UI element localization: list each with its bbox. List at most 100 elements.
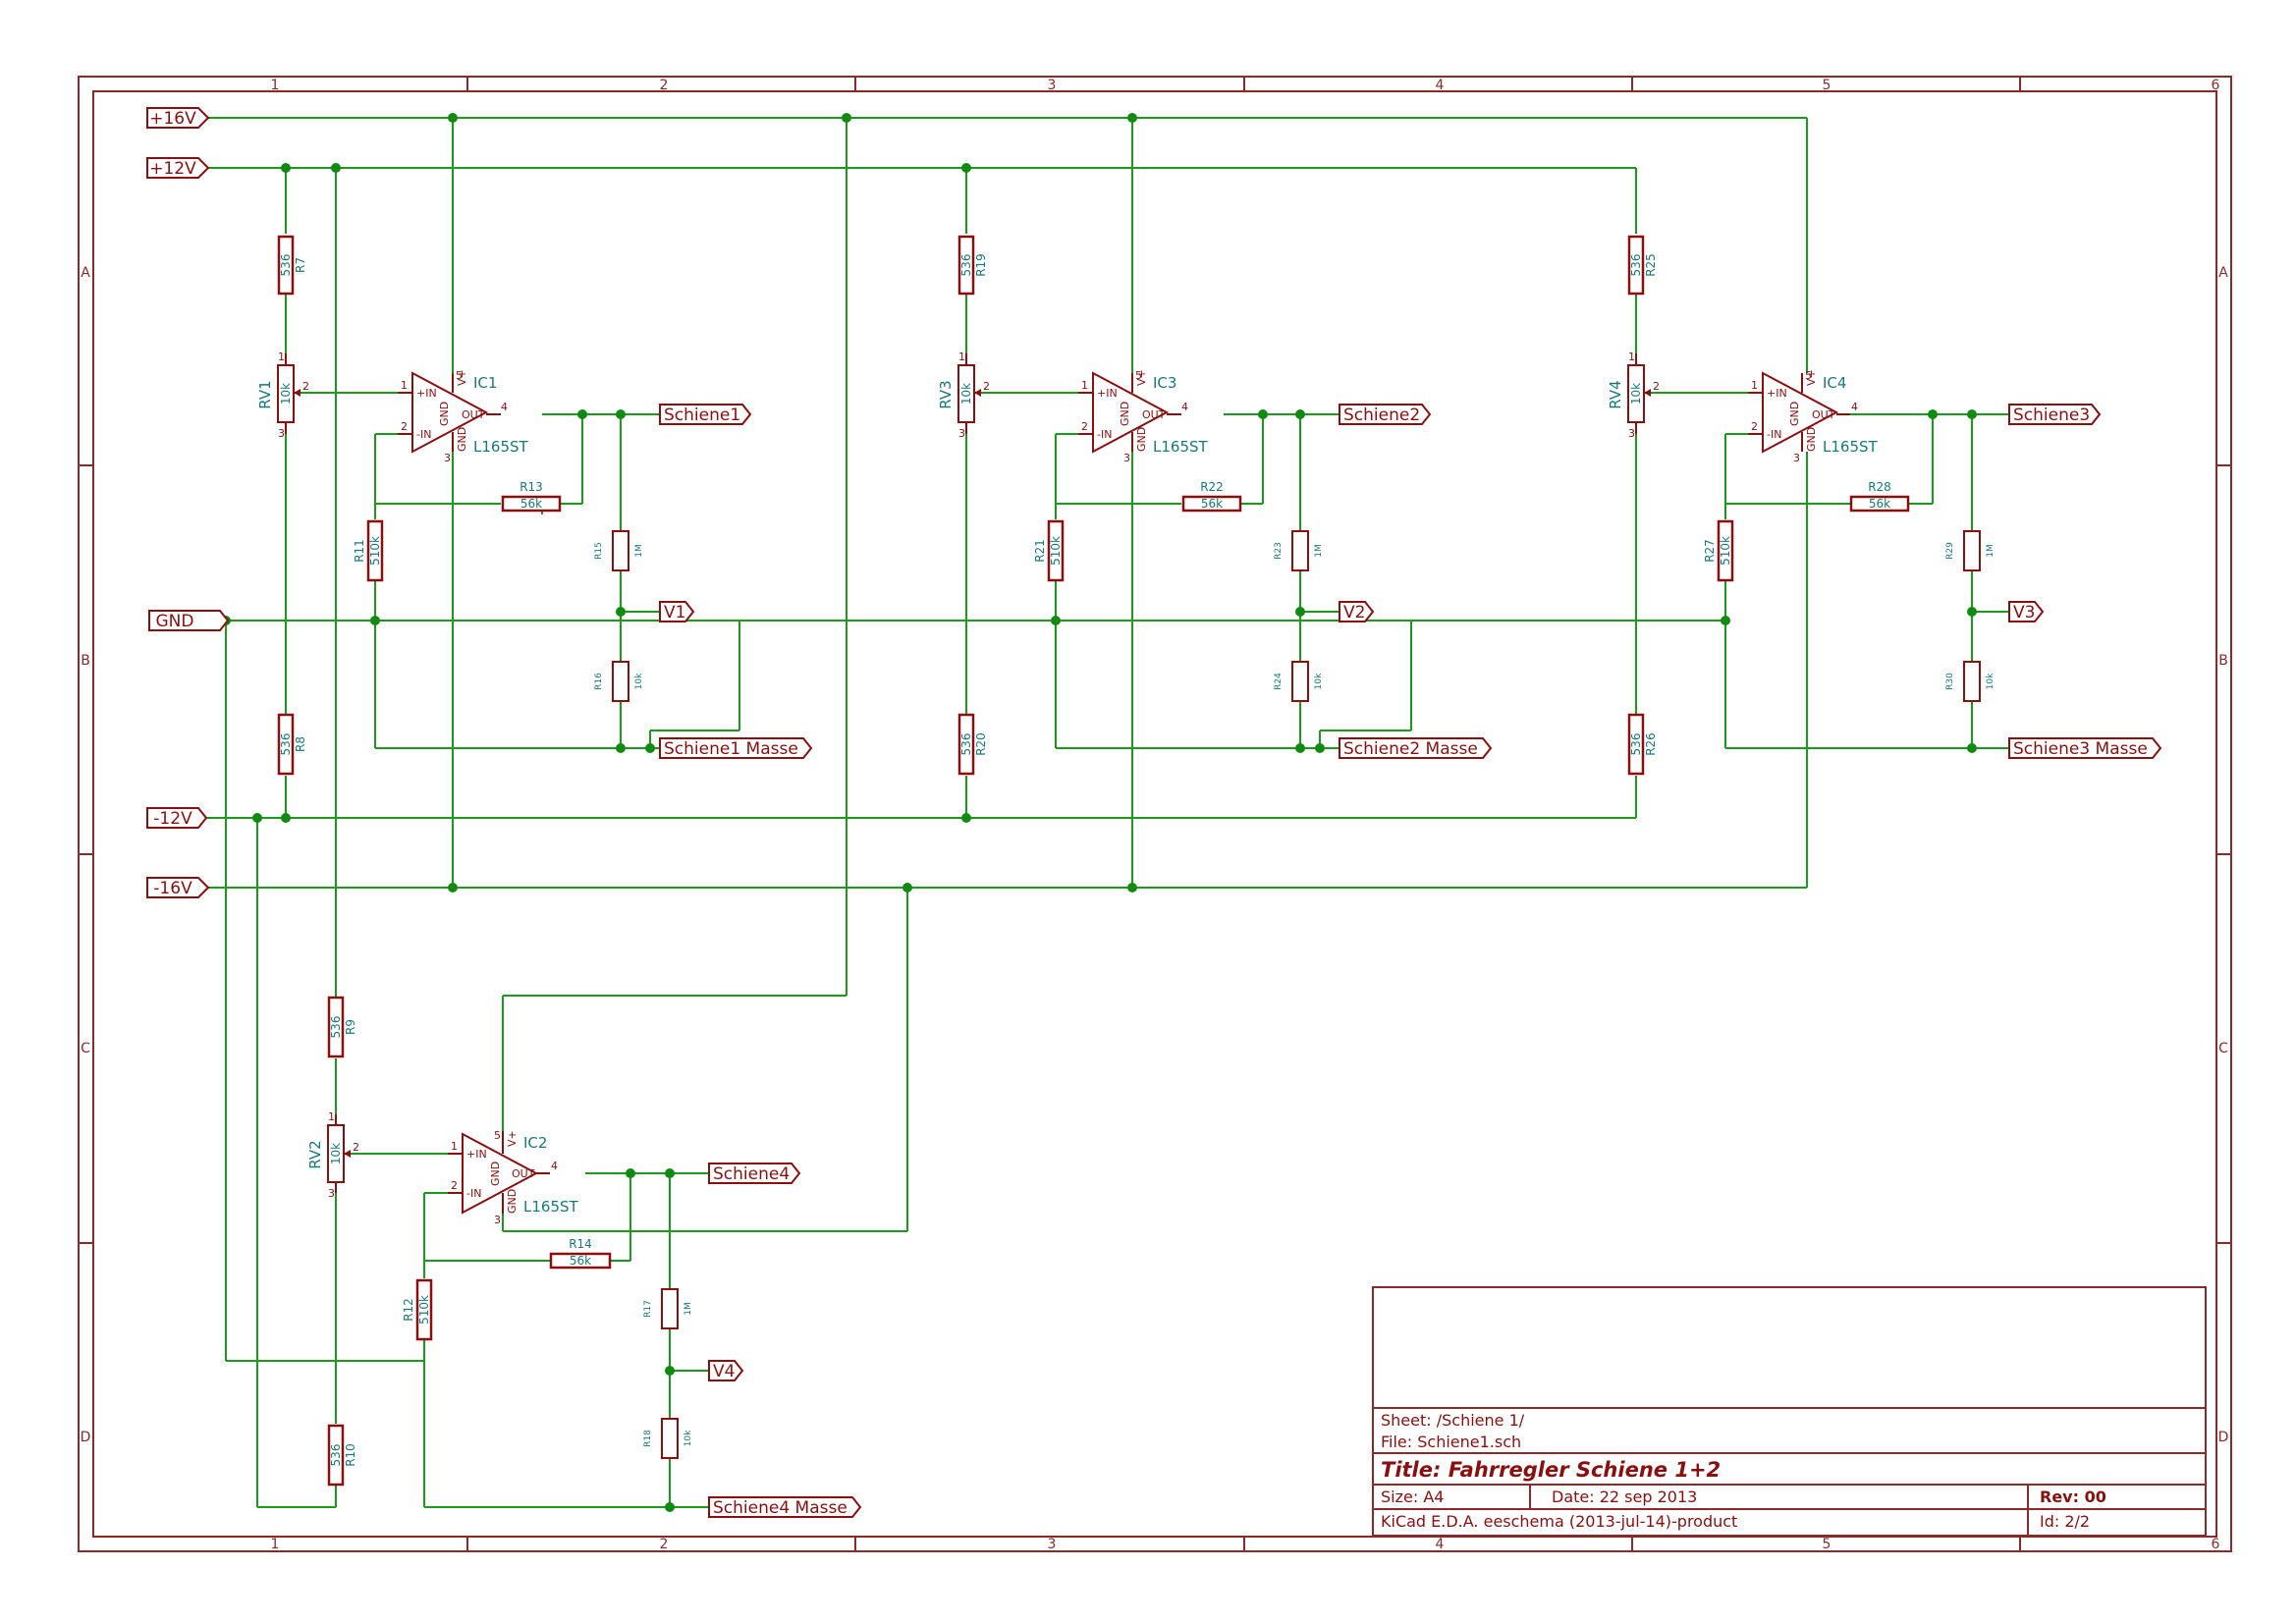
- label-schiene4-masse[interactable]: Schiene4 Masse: [708, 1496, 862, 1518]
- resistor-r30[interactable]: 10k R30: [1945, 661, 1995, 702]
- svg-text:IC1: IC1: [473, 374, 497, 392]
- svg-text:-IN: -IN: [416, 428, 431, 441]
- svg-text:R18: R18: [643, 1430, 653, 1447]
- svg-text:+IN: +IN: [1767, 387, 1787, 400]
- resistor-r26[interactable]: 536 R26: [1627, 713, 1658, 776]
- resistor-r10[interactable]: 536 R10: [327, 1424, 357, 1487]
- potentiometer-rv2[interactable]: RV2 10k 1 2 3: [306, 1110, 359, 1200]
- resistor-r17[interactable]: 1M R17: [643, 1288, 693, 1329]
- label-schiene1-masse[interactable]: Schiene1 Masse: [659, 737, 813, 759]
- svg-text:536: 536: [279, 254, 293, 277]
- resistor-r9[interactable]: 536 R9: [327, 996, 357, 1058]
- port-label-p12v: +12V: [149, 159, 196, 179]
- svg-text:56k: 56k: [570, 1254, 591, 1268]
- label-schiene4[interactable]: Schiene4: [708, 1163, 801, 1184]
- opamp-ic3[interactable]: +IN -IN OUT GND GND V+ 1 2 4 5 3 IC3 L16…: [1078, 369, 1209, 464]
- svg-text:2: 2: [983, 380, 990, 393]
- label-schiene3-masse[interactable]: Schiene3 Masse: [2008, 737, 2162, 759]
- svg-text:V+: V+: [1135, 369, 1148, 386]
- svg-text:56k: 56k: [520, 497, 542, 511]
- svg-text:R7: R7: [294, 257, 307, 273]
- resistor-r28[interactable]: 56k R28: [1849, 480, 1910, 513]
- tb-rev: Rev: 00: [2040, 1488, 2106, 1506]
- port-label-gnd: GND: [156, 612, 194, 631]
- label-v4[interactable]: V4: [708, 1360, 744, 1381]
- power-port-m12v[interactable]: -12V: [146, 807, 208, 829]
- svg-text:R23: R23: [1274, 542, 1284, 560]
- col-label-3-bottom: 3: [1048, 1537, 1057, 1552]
- col-label-3: 3: [1048, 78, 1057, 93]
- opamp-ic1[interactable]: +IN -IN OUT GND GND V+ 1 2 4 5 3 IC1 L16…: [398, 369, 529, 464]
- resistor-r11[interactable]: 510k R11: [353, 519, 384, 582]
- tb-id: Id: 2/2: [2040, 1512, 2090, 1531]
- svg-text:R25: R25: [1644, 253, 1658, 277]
- col-label-2: 2: [660, 78, 669, 93]
- resistor-r13[interactable]: 56k R13: [501, 480, 562, 513]
- resistor-r20[interactable]: 536 R20: [957, 713, 988, 776]
- svg-text:5: 5: [1135, 369, 1142, 382]
- opamp-ic4[interactable]: +IN -IN OUT GND GND V+ 1 2 4 5 3 IC4 L16…: [1748, 369, 1879, 464]
- power-port-p12v[interactable]: +12V: [146, 157, 210, 179]
- resistor-r21[interactable]: 510k R21: [1033, 519, 1065, 582]
- svg-text:4: 4: [1181, 401, 1188, 413]
- frame-column-labels: 1 2 3 4 5 6 1 2 3 4 5 6: [271, 78, 2220, 1552]
- svg-text:2: 2: [1081, 420, 1088, 433]
- label-schiene3[interactable]: Schiene3: [2008, 404, 2102, 425]
- label-schiene1[interactable]: Schiene1: [659, 404, 752, 425]
- svg-text:R28: R28: [1868, 480, 1891, 494]
- resistor-r8[interactable]: 536 R8: [277, 713, 307, 776]
- svg-text:R26: R26: [1644, 732, 1658, 756]
- svg-text:-IN: -IN: [466, 1187, 481, 1200]
- resistor-r14[interactable]: 56k R14: [549, 1237, 612, 1270]
- potentiometer-rv3[interactable]: RV3 10k 1 2 3: [937, 351, 990, 440]
- resistor-r15[interactable]: 1M R15: [594, 530, 644, 571]
- svg-text:56k: 56k: [1201, 497, 1223, 511]
- svg-text:1M: 1M: [1986, 544, 1995, 558]
- power-port-m16v[interactable]: -16V: [146, 877, 210, 898]
- resistor-r23[interactable]: 1M R23: [1274, 530, 1324, 571]
- power-port-p16v[interactable]: +16V: [146, 107, 210, 129]
- tb-sheet: Sheet: /Schiene 1/: [1381, 1411, 1525, 1430]
- resistor-r29[interactable]: 1M R29: [1945, 530, 1995, 571]
- svg-text:510k: 510k: [368, 536, 382, 566]
- row-label-c: C: [81, 1041, 90, 1056]
- resistor-r27[interactable]: 510k R27: [1703, 519, 1734, 582]
- svg-text:L165ST: L165ST: [523, 1198, 579, 1216]
- svg-text:1: 1: [328, 1110, 335, 1123]
- label-schiene2[interactable]: Schiene2: [1339, 404, 1432, 425]
- resistor-r18[interactable]: 10k R18: [643, 1418, 693, 1459]
- col-label-4-bottom: 4: [1436, 1537, 1445, 1552]
- svg-text:3: 3: [1123, 452, 1130, 464]
- svg-text:2: 2: [1751, 420, 1758, 433]
- svg-text:10k: 10k: [329, 1143, 343, 1164]
- svg-text:536: 536: [959, 254, 973, 277]
- svg-text:5: 5: [1805, 369, 1812, 382]
- port-label-m16v: -16V: [153, 879, 192, 898]
- resistor-r25[interactable]: 536 R25: [1627, 235, 1658, 296]
- resistor-r24[interactable]: 10k R24: [1274, 661, 1324, 702]
- opamp-ic2[interactable]: +IN -IN OUT GND GND V+ 1 2 4 5 3 IC2 L16…: [448, 1129, 579, 1226]
- svg-text:R21: R21: [1033, 539, 1047, 563]
- tb-date: Date: 22 sep 2013: [1552, 1488, 1697, 1506]
- label-v2[interactable]: V2: [1339, 601, 1375, 622]
- svg-text:Schiene3: Schiene3: [2013, 406, 2090, 425]
- svg-text:V4: V4: [713, 1362, 735, 1381]
- label-v3[interactable]: V3: [2008, 601, 2045, 622]
- resistor-r19[interactable]: 536 R19: [957, 235, 988, 296]
- resistor-r12[interactable]: 510k R12: [402, 1278, 433, 1341]
- svg-text:GND: GND: [1788, 402, 1801, 426]
- svg-text:536: 536: [1629, 254, 1643, 277]
- svg-text:V+: V+: [456, 369, 468, 386]
- resistor-r16[interactable]: 10k R16: [594, 661, 644, 702]
- power-port-gnd[interactable]: GND: [148, 610, 230, 631]
- label-schiene2-masse[interactable]: Schiene2 Masse: [1339, 737, 1493, 759]
- potentiometer-rv4[interactable]: RV4 10k 1 2 3: [1607, 351, 1660, 440]
- svg-text:1: 1: [278, 351, 285, 363]
- svg-text:R8: R8: [294, 736, 307, 752]
- resistor-r22[interactable]: 56k R22: [1181, 480, 1242, 513]
- potentiometer-rv1[interactable]: RV1 10k 1 2 3: [256, 351, 309, 440]
- label-v1[interactable]: V1: [659, 601, 695, 622]
- resistor-r7[interactable]: 536 R7: [277, 235, 307, 296]
- svg-text:GND: GND: [456, 427, 468, 452]
- svg-text:1: 1: [1751, 379, 1758, 392]
